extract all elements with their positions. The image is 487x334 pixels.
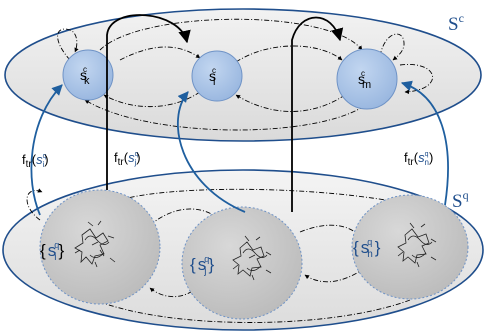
mapping-arrows (30, 80, 449, 216)
quantized-set-sup: q (463, 188, 469, 202)
transition-h-to-j (304, 267, 366, 283)
self-loop-i (26, 188, 43, 221)
transition-m-to-k-bottom (84, 99, 373, 131)
mapping-arrow-i-to-k (30, 84, 63, 216)
cluster-j-scribble (232, 235, 272, 281)
transition-m-to-l (235, 94, 346, 112)
concrete-set-base: S (448, 14, 459, 35)
concrete-set-sup: c (459, 11, 464, 25)
transition-h-to-i-bottom (94, 299, 411, 323)
transition-k-to-l (119, 46, 201, 61)
state-k-circle (62, 49, 114, 101)
arrow-cluster-i-to-state-l (106, 14, 191, 190)
quantized-set-base: S (452, 191, 463, 212)
cluster-h-scribble (397, 222, 437, 268)
transition-i-to-h-top (119, 188, 413, 207)
transition-l-to-k (103, 91, 201, 108)
transition-j-to-i (149, 284, 201, 298)
cluster-h-circle (351, 194, 469, 300)
self-loop-m (379, 33, 405, 61)
concrete-set-label: Sc (448, 11, 464, 35)
quantized-set-label: Sq (452, 188, 469, 212)
self-loop-k (57, 28, 79, 61)
arrow-cluster-j-to-state-m (291, 16, 344, 212)
mapping-arrow-n-to-m (400, 80, 449, 206)
transition-l-to-m (235, 45, 343, 63)
cluster-i-scribble (74, 220, 116, 268)
cluster-j-circle (181, 206, 303, 320)
cluster-i-circle (39, 189, 161, 305)
state-m-circle (336, 48, 398, 110)
state-l-circle (191, 50, 243, 102)
mapping-arrow-j-to-l (176, 91, 246, 213)
bold-transitions (106, 14, 344, 212)
